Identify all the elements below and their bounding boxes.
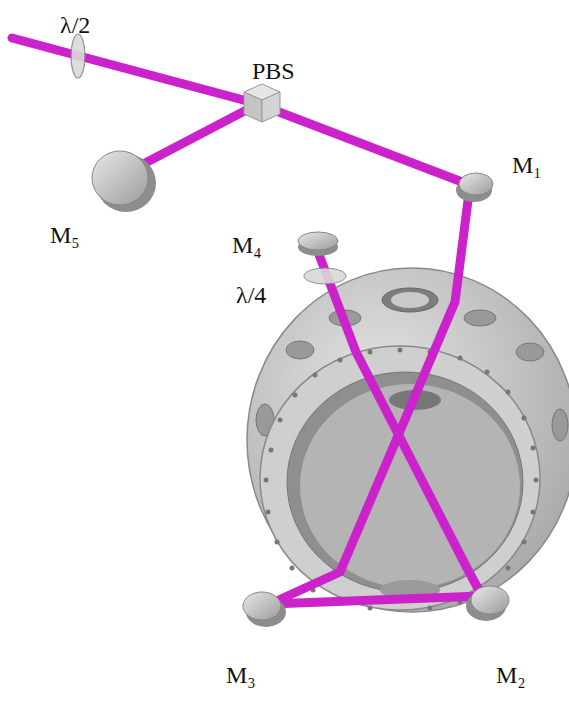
part-label: M₁ (512, 152, 542, 178)
mirror (92, 151, 156, 212)
mirror (298, 232, 338, 256)
part-label: M₂ (496, 662, 526, 688)
half-wave-plate (71, 34, 85, 78)
mirror (243, 592, 286, 627)
part-label: λ/4 (236, 282, 266, 308)
part-label: M₄ (232, 232, 262, 258)
vacuum-chamber (247, 268, 569, 612)
part-label: λ/2 (60, 12, 90, 38)
part-label: PBS (252, 58, 295, 84)
mirror (466, 586, 509, 621)
mirror (456, 173, 493, 202)
part-label: M₃ (226, 662, 256, 688)
beam-splitter-cube (244, 84, 280, 122)
laser-beam (12, 38, 482, 604)
quarter-wave-plate (304, 268, 346, 284)
part-label: M₅ (50, 222, 80, 248)
